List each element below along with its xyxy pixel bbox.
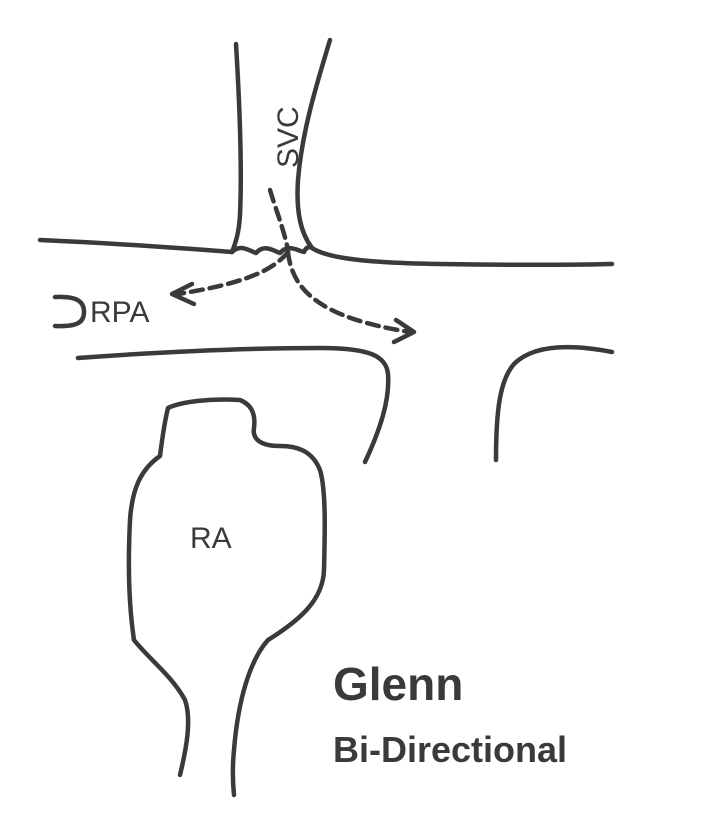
lpa-lower-wall bbox=[493, 344, 615, 463]
right-atrium-outline bbox=[126, 397, 328, 798]
svc-label: SVC bbox=[272, 106, 305, 168]
svc-left-wall bbox=[229, 41, 244, 255]
caption-subtitle: Bi-Directional bbox=[333, 729, 567, 770]
pulmonary-artery bbox=[37, 237, 615, 465]
pa-upper-wall bbox=[37, 237, 615, 267]
lpa-flow-line bbox=[285, 249, 413, 335]
svc-right-wall bbox=[295, 37, 333, 251]
rpa-label: RPA bbox=[90, 296, 149, 329]
lpa-arrowhead bbox=[391, 317, 417, 345]
pa-lower-wall bbox=[75, 345, 391, 465]
rpa-arrowhead bbox=[169, 281, 197, 307]
rpa-cut-end bbox=[52, 294, 87, 329]
svc-flow-line bbox=[267, 187, 291, 253]
rpa-flow-line bbox=[175, 249, 291, 297]
ra-label: RA bbox=[190, 522, 232, 555]
caption-title: Glenn bbox=[333, 658, 463, 710]
svc-vessel bbox=[229, 37, 333, 255]
flow-arrows bbox=[169, 187, 417, 345]
